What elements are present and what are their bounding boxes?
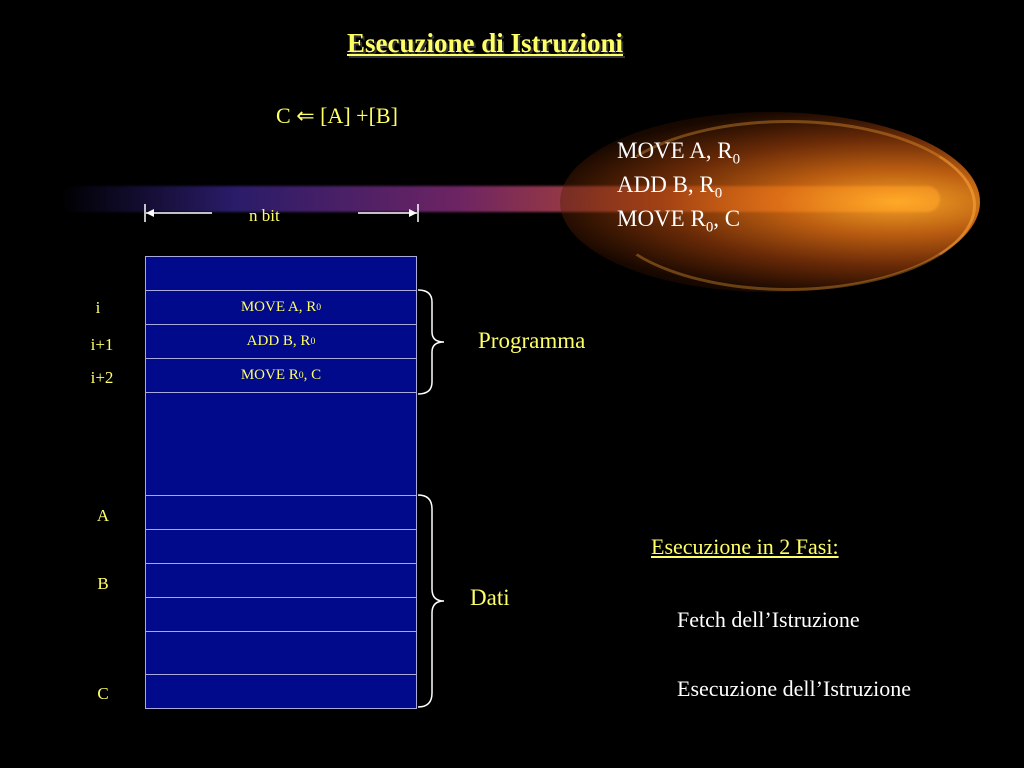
phase-item: Fetch dell’Istruzione	[677, 607, 860, 632]
arrow-icon: ⇐	[296, 104, 315, 129]
memory-block-empty	[145, 392, 417, 496]
instruction-text: , C	[713, 206, 741, 231]
cell-text: , C	[303, 367, 322, 383]
instruction-text: MOVE A, R	[617, 138, 733, 163]
memory-cell-data	[145, 631, 417, 675]
memory-cell-data	[145, 529, 417, 564]
data-brace	[417, 494, 445, 708]
formula-lhs: C	[276, 103, 291, 128]
address-label: i+1	[90, 335, 114, 354]
address-label: i	[95, 298, 101, 317]
instruction-text: MOVE R	[617, 206, 706, 231]
cell-subscript: 0	[310, 336, 316, 347]
phase-item: Esecuzione dell’Istruzione	[677, 676, 911, 701]
memory-cell-empty	[145, 256, 417, 291]
memory-cell-data	[145, 597, 417, 632]
light-flare-edge	[600, 120, 976, 291]
address-label: i+2	[90, 368, 114, 387]
cell-subscript: 0	[316, 302, 322, 313]
slide-title: Esecuzione di Istruzioni	[346, 28, 623, 58]
address-label: A	[96, 506, 110, 525]
address-label: B	[97, 574, 109, 593]
width-label: n bit	[249, 206, 280, 225]
address-label: C	[97, 684, 109, 703]
formula-rhs: [A] +[B]	[320, 103, 398, 128]
program-label: Programma	[478, 328, 586, 353]
memory-cell-data	[145, 674, 417, 709]
instruction-line: ADD B, R0	[617, 172, 722, 203]
memory-cell-data	[145, 495, 417, 530]
instruction-subscript: 0	[705, 219, 714, 236]
instruction-line: MOVE A, R0	[617, 138, 740, 169]
instruction-subscript: 0	[732, 151, 741, 168]
instruction-line: MOVE R0, C	[617, 206, 740, 237]
phases-title: Esecuzione in 2 Fasi:	[651, 534, 839, 559]
cell-text: MOVE A, R	[240, 299, 317, 315]
memory-cell-data	[145, 563, 417, 598]
formula: C ⇐ [A] +[B]	[276, 103, 398, 129]
width-dimension	[144, 204, 419, 222]
instruction-text: ADD B, R	[617, 172, 715, 197]
cell-text: ADD B, R	[246, 333, 311, 349]
instruction-subscript: 0	[714, 185, 723, 202]
cell-text: MOVE R	[240, 367, 299, 383]
program-brace	[417, 289, 445, 395]
data-label: Dati	[470, 585, 510, 610]
cell-subscript: 0	[298, 370, 304, 381]
